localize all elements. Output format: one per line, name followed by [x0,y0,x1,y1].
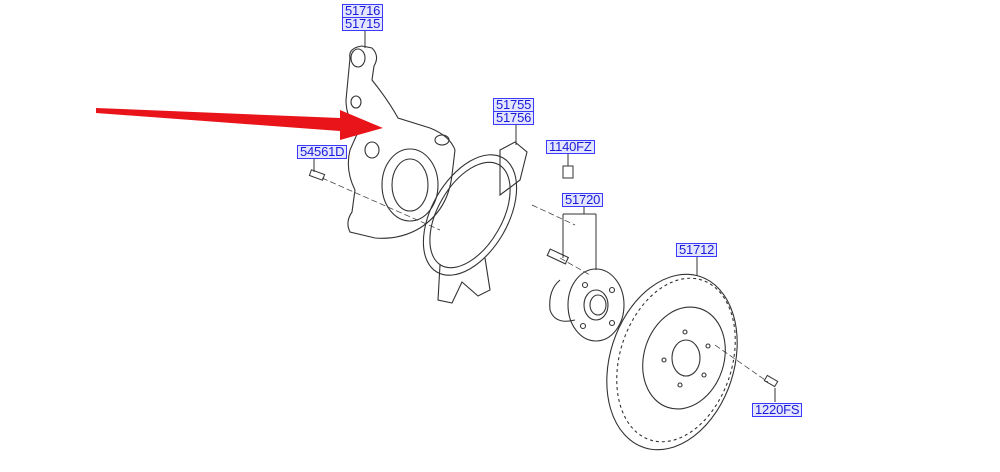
leader-lines [313,31,776,402]
bolt-54561D-drawing [308,169,326,181]
part-label-51755[interactable]: 51755 [493,98,535,112]
part-label-1220FS[interactable]: 1220FS [752,403,803,417]
dust-cover [422,141,528,304]
hub-assembly [546,248,625,342]
red-arrow [96,108,383,140]
part-label-51715[interactable]: 51715 [342,17,384,31]
screw-1220FS-drawing [763,374,779,388]
part-label-51720[interactable]: 51720 [562,193,604,207]
part-label-51756[interactable]: 51756 [493,111,535,125]
label-group-hub: 51720 [562,193,604,207]
label-group-disc-screw: 1220FS [752,403,803,417]
part-label-54561D[interactable]: 54561D [297,145,348,159]
part-label-51716[interactable]: 51716 [342,4,384,18]
label-group-dust-cover: 51755 51756 [493,98,535,125]
steering-knuckle [345,45,456,239]
screw-1140FZ-drawing [562,165,574,179]
brake-disc [606,273,738,451]
label-group-screw: 1140FZ [546,140,595,154]
label-group-bolt: 54561D [297,145,348,159]
part-label-51712[interactable]: 51712 [676,243,718,257]
label-group-disc: 51712 [676,243,718,257]
part-label-1140FZ[interactable]: 1140FZ [546,140,595,154]
label-group-knuckle: 51716 51715 [342,4,384,31]
